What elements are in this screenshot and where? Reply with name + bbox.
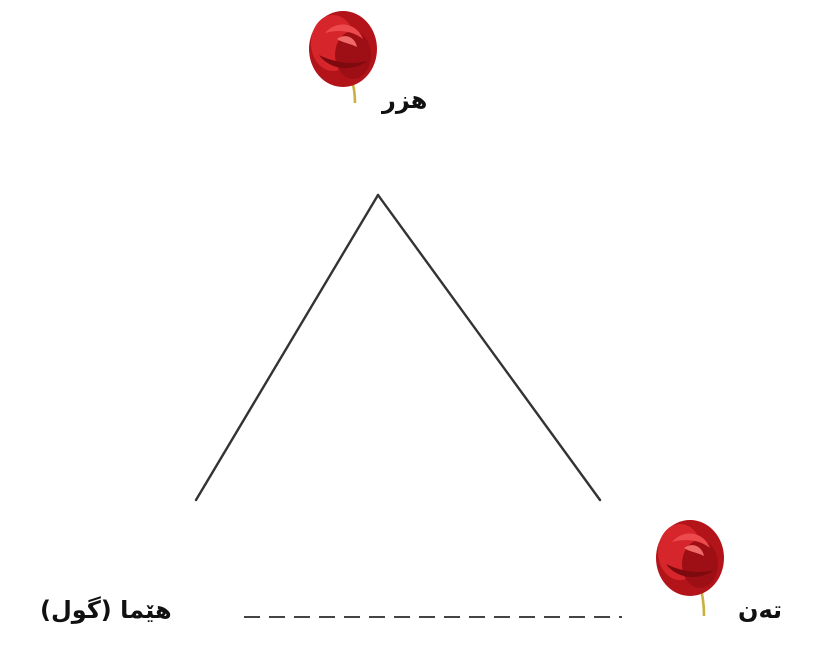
red-rose-icon — [309, 11, 377, 103]
triangle-right-edge — [378, 195, 600, 500]
label-symbol: هێما (گول) — [40, 598, 172, 622]
label-referent: تەن — [738, 598, 782, 622]
red-rose-icon — [656, 520, 724, 616]
triangle-left-edge — [196, 195, 378, 500]
label-thought: هزر — [382, 88, 427, 112]
